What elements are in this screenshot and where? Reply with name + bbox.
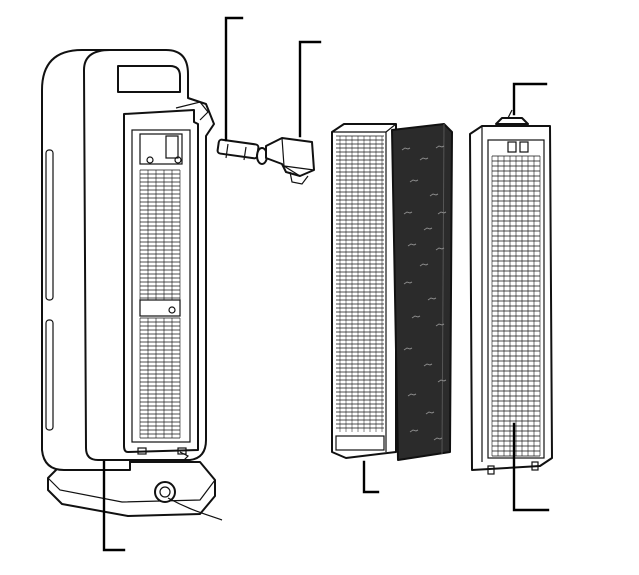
carbon-pre-filter bbox=[391, 123, 453, 461]
air-purifier-body bbox=[41, 49, 223, 521]
callout-lines bbox=[102, 16, 550, 552]
callout-line-cover bbox=[298, 40, 322, 138]
hepa-filter bbox=[331, 123, 397, 459]
callout-line-body bbox=[102, 460, 126, 552]
callout-line-bulb bbox=[224, 16, 244, 142]
callout-line-grille-top bbox=[512, 82, 548, 116]
bulb-cover bbox=[265, 137, 315, 185]
callout-line-grille-bottom bbox=[512, 422, 550, 512]
uv-c-bulb bbox=[216, 138, 268, 165]
filter-grille-cover bbox=[469, 109, 553, 475]
callout-line-hepa bbox=[362, 460, 380, 494]
